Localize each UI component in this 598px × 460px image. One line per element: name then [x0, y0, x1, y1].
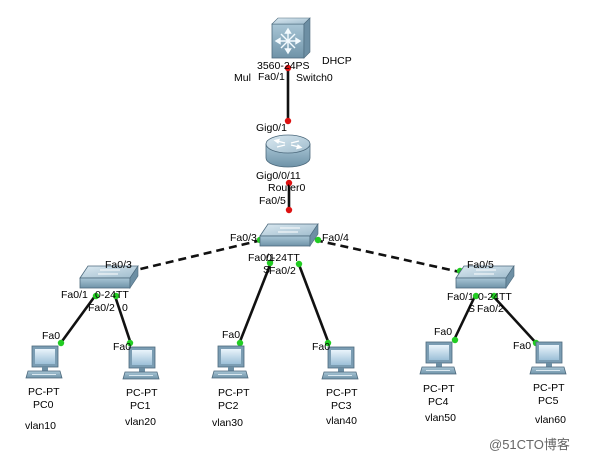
port-label: Fa0/2	[477, 303, 504, 315]
link-up-dot	[490, 292, 498, 300]
link-up-dot	[112, 292, 120, 300]
right-switch-name-label: S	[468, 303, 476, 315]
switch-icon[interactable]	[79, 265, 139, 289]
right-switch-model-label: 0-24TT	[478, 291, 512, 303]
pc0-type-label: PC-PT	[28, 386, 60, 398]
pc3-vlan-label: vlan40	[326, 415, 357, 427]
pc-icon[interactable]	[25, 345, 63, 379]
link-up-dot	[314, 236, 322, 244]
link-right-pc5[interactable]	[492, 295, 538, 345]
link-up-dot	[236, 339, 244, 347]
link-up-dot	[57, 339, 65, 347]
port-label: Fa0/2	[88, 302, 115, 314]
pc5-vlan-label: vlan60	[535, 414, 566, 426]
watermark: @51CTO博客	[489, 437, 570, 452]
pc2-type-label: PC-PT	[218, 387, 250, 399]
pc-icon[interactable]	[419, 341, 457, 375]
pc1-port-label: Fa0	[113, 341, 132, 353]
mls-name-label-1: Mul	[234, 72, 251, 84]
pc1-name-label: PC1	[130, 400, 151, 412]
pc2-name-label: PC2	[218, 400, 239, 412]
left-switch-name-frag: 0	[122, 302, 128, 314]
link-down-dot	[284, 117, 292, 125]
link-center-pc3[interactable]	[296, 261, 331, 345]
link-status-dots	[57, 64, 540, 347]
link-down-dot	[284, 64, 292, 72]
center-switch-model-label: 0-24TT	[266, 252, 300, 264]
pc0-vlan-label: vlan10	[25, 420, 56, 432]
port-label: Fa0/4	[322, 232, 349, 244]
pc1-vlan-label: vlan20	[125, 416, 156, 428]
pc-icon[interactable]	[211, 345, 249, 379]
port-label: Gig0/0/11	[256, 170, 301, 182]
multilayer-switch-icon[interactable]	[271, 17, 311, 59]
mls-model-label: 3560-24PS	[257, 60, 310, 72]
pc5-type-label: PC-PT	[533, 382, 565, 394]
router-icon[interactable]	[265, 134, 311, 168]
pc3-name-label: PC3	[331, 400, 352, 412]
port-label: Fa0/2	[269, 265, 296, 277]
pc-icon[interactable]	[321, 346, 359, 380]
link-up-dot	[324, 339, 332, 347]
link-up-dot	[92, 292, 100, 300]
link-left-pc1[interactable]	[113, 295, 133, 345]
pc-icon[interactable]	[529, 341, 567, 375]
pc5-port-label: Fa0	[513, 340, 532, 352]
port-label: Fa0/3	[105, 259, 132, 271]
center-switch-name-label: S	[263, 264, 271, 276]
port-label: Gig0/1	[256, 122, 287, 134]
link-right-pc4[interactable]	[452, 295, 477, 341]
link-down-dot	[285, 206, 293, 214]
port-label: Fa0/5	[259, 195, 286, 207]
port-label: Fa0/3	[230, 232, 257, 244]
pc4-port-label: Fa0	[434, 326, 453, 338]
link-up-dot	[266, 259, 274, 267]
link-up-dot	[126, 339, 134, 347]
pc5-name-label: PC5	[538, 395, 559, 407]
port-label: Fa0/1	[61, 289, 88, 301]
link-up-dot	[451, 336, 459, 344]
pc4-vlan-label: vlan50	[425, 412, 456, 424]
port-label: Fa0/5	[467, 259, 494, 271]
link-up-dot	[472, 292, 480, 300]
pc-group	[25, 341, 567, 380]
pc0-name-label: PC0	[33, 399, 54, 411]
link-center-right-switch[interactable]	[314, 238, 461, 274]
pc4-type-label: PC-PT	[423, 383, 455, 395]
mls-name-label-2: Switch0	[296, 72, 333, 84]
switch-icon[interactable]	[455, 265, 515, 289]
pc0-port-label: Fa0	[42, 330, 61, 342]
router-name-label: Router0	[268, 182, 306, 194]
port-label: Fa0/1	[248, 252, 275, 264]
left-switch-model-label: 0-24TT	[95, 289, 129, 301]
links	[58, 68, 538, 345]
switch-icon[interactable]	[259, 223, 319, 247]
pc4-name-label: PC4	[428, 396, 449, 408]
pc2-vlan-label: vlan30	[212, 417, 243, 429]
pc-icon[interactable]	[122, 346, 160, 380]
pc3-port-label: Fa0	[312, 341, 331, 353]
port-label: Fa0/1	[258, 71, 285, 83]
pc3-type-label: PC-PT	[326, 387, 358, 399]
link-center-pc2[interactable]	[237, 259, 274, 345]
pc1-type-label: PC-PT	[126, 387, 158, 399]
mls-role-label: DHCP	[322, 55, 352, 67]
link-center-left-switch[interactable]	[131, 238, 263, 273]
link-down-dot	[285, 179, 293, 187]
pc2-port-label: Fa0	[222, 329, 241, 341]
port-label: Fa0/1	[447, 291, 474, 303]
link-left-pc0[interactable]	[58, 295, 97, 345]
link-up-dot	[295, 260, 303, 268]
